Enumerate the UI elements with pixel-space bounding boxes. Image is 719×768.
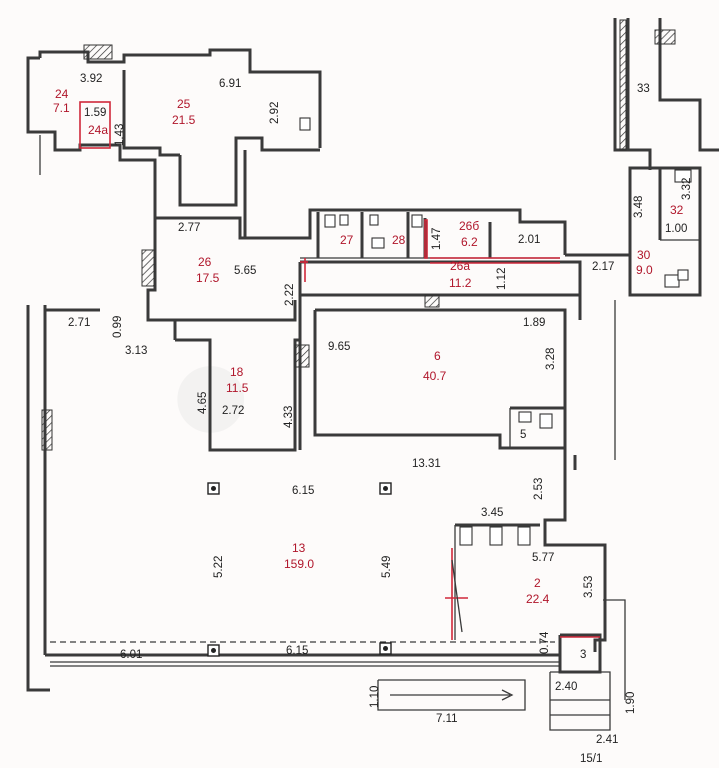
dim-2-92: 2.92 xyxy=(269,102,281,124)
room-32-number: 32 xyxy=(670,203,684,217)
dim-13-31: 13.31 xyxy=(412,458,441,470)
dimension-labels: 3.92 6.91 1.59 1.43 2.92 2.77 5.65 2.22 … xyxy=(68,73,693,765)
room-labels: 24 7.1 24a 25 21.5 26 17.5 27 28 26б 6.2… xyxy=(53,83,687,661)
dim-2-40: 2.40 xyxy=(555,681,577,693)
dim-5-65: 5.65 xyxy=(234,265,256,277)
dim-3-53: 3.53 xyxy=(583,576,595,598)
dim-2-01: 2.01 xyxy=(518,234,540,246)
room-30-area: 9.0 xyxy=(636,263,653,277)
dim-5-22: 5.22 xyxy=(213,556,225,578)
room-18-area: 11.5 xyxy=(226,381,249,395)
dim-1-43: 1.43 xyxy=(114,124,126,146)
dim-6-01: 6.01 xyxy=(120,649,142,661)
dim-2-72: 2.72 xyxy=(222,405,244,417)
dim-0-74: 0.74 xyxy=(539,631,551,654)
dim-3-45: 3.45 xyxy=(481,507,503,519)
dim-2-41: 2.41 xyxy=(596,734,618,746)
dim-5-49: 5.49 xyxy=(381,556,393,578)
fixtures xyxy=(299,117,692,546)
room-33-number: 33 xyxy=(637,83,650,95)
address-label: 15/1 xyxy=(580,753,602,765)
room-30-number: 30 xyxy=(637,248,651,262)
dim-1-90: 1.90 xyxy=(625,692,637,714)
dim-3-28: 3.28 xyxy=(545,348,557,370)
door-2 xyxy=(445,559,468,633)
dim-1-59: 1.59 xyxy=(84,107,106,119)
room-26a-number: 26a xyxy=(450,259,470,273)
room-26a-area: 11.2 xyxy=(449,276,472,290)
dim-9-65: 9.65 xyxy=(328,341,350,353)
dim-2-77: 2.77 xyxy=(178,222,200,234)
dim-2-53: 2.53 xyxy=(533,478,545,500)
room-28-number: 28 xyxy=(392,233,406,247)
room-25-number: 25 xyxy=(177,97,191,111)
room-5-number: 5 xyxy=(520,429,526,441)
room-24-number: 24 xyxy=(55,87,69,101)
dim-0-99: 0.99 xyxy=(112,316,124,338)
dim-1-89: 1.89 xyxy=(523,317,545,329)
dim-3-92: 3.92 xyxy=(80,73,102,85)
room-13-number: 13 xyxy=(292,541,306,555)
room-26b-area: 6.2 xyxy=(461,235,478,249)
dim-6-15-top: 6.15 xyxy=(292,485,314,497)
room-26-number: 26 xyxy=(198,255,212,269)
room-26-area: 17.5 xyxy=(196,271,220,285)
room-24-area: 7.1 xyxy=(53,101,70,115)
room-18-number: 18 xyxy=(230,365,244,379)
dim-3-48: 3.48 xyxy=(633,196,645,218)
dim-4-65: 4.65 xyxy=(197,392,209,414)
dim-1-47: 1.47 xyxy=(431,228,443,250)
room-24a-number: 24a xyxy=(88,123,108,137)
dim-4-33: 4.33 xyxy=(283,406,295,428)
room-27-number: 27 xyxy=(340,233,354,247)
dim-6-91: 6.91 xyxy=(219,78,241,90)
dim-2-17: 2.17 xyxy=(592,261,614,273)
hatched-walls xyxy=(41,19,676,451)
room-6-number: 6 xyxy=(434,349,441,363)
room-2-area: 22.4 xyxy=(526,592,550,606)
room-2-number: 2 xyxy=(534,576,541,590)
room-32-area: 1.00 xyxy=(665,223,687,235)
dim-6-15-bottom: 6.15 xyxy=(286,645,308,657)
columns xyxy=(207,482,392,657)
room-26b-number: 26б xyxy=(459,219,479,233)
dim-1-12: 1.12 xyxy=(496,268,508,290)
room-25-area: 21.5 xyxy=(172,113,196,127)
dim-5-77: 5.77 xyxy=(532,552,554,564)
dim-3-32: 3.32 xyxy=(681,178,693,200)
dim-2-22: 2.22 xyxy=(284,284,296,306)
dim-7-11: 7.11 xyxy=(436,713,458,725)
room-6-area: 40.7 xyxy=(423,369,447,383)
dim-1-10: 1.10 xyxy=(369,686,381,708)
walls xyxy=(26,18,719,731)
dim-3-13: 3.13 xyxy=(125,345,147,357)
dim-2-71: 2.71 xyxy=(68,317,90,329)
room-13-area: 159.0 xyxy=(284,557,314,571)
room-3-number: 3 xyxy=(580,649,586,661)
